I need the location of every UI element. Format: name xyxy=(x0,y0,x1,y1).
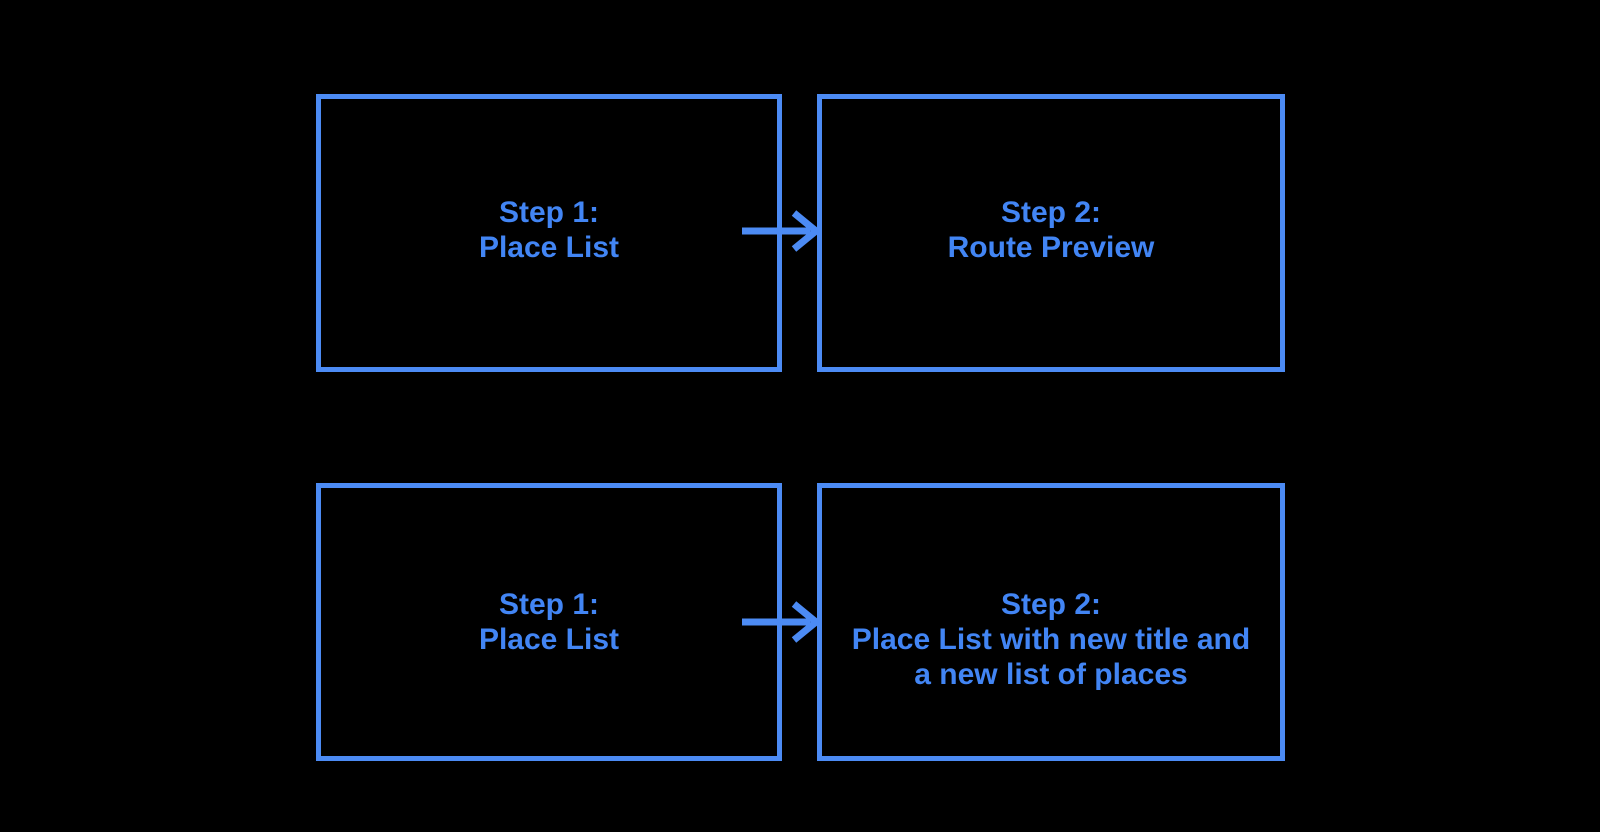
node-label-line: Place List xyxy=(478,623,620,656)
node-label-line: Step 1: xyxy=(498,196,600,229)
node-label-line: Step 2: xyxy=(1000,588,1102,621)
right-arrow-icon xyxy=(742,601,822,643)
node-label-line: Place List xyxy=(478,231,620,264)
node-label: Step 1: Place List xyxy=(321,587,777,657)
node-label-line: Place List with new title and xyxy=(851,623,1251,656)
node-label: Step 2: Route Preview xyxy=(822,195,1280,265)
node-step1-place-list-top: Step 1: Place List xyxy=(316,94,782,372)
node-label-line: Step 1: xyxy=(498,588,600,621)
node-label-line: Route Preview xyxy=(947,231,1155,264)
node-label-line: Step 2: xyxy=(1000,196,1102,229)
right-arrow-icon xyxy=(742,210,822,252)
node-label: Step 2: Place List with new title and a … xyxy=(822,587,1280,692)
node-label: Step 1: Place List xyxy=(321,195,777,265)
node-label-line: a new list of places xyxy=(914,658,1188,691)
node-step2-route-preview: Step 2: Route Preview xyxy=(817,94,1285,372)
node-step2-place-list-new-title: Step 2: Place List with new title and a … xyxy=(817,483,1285,761)
node-step1-place-list-bottom: Step 1: Place List xyxy=(316,483,782,761)
